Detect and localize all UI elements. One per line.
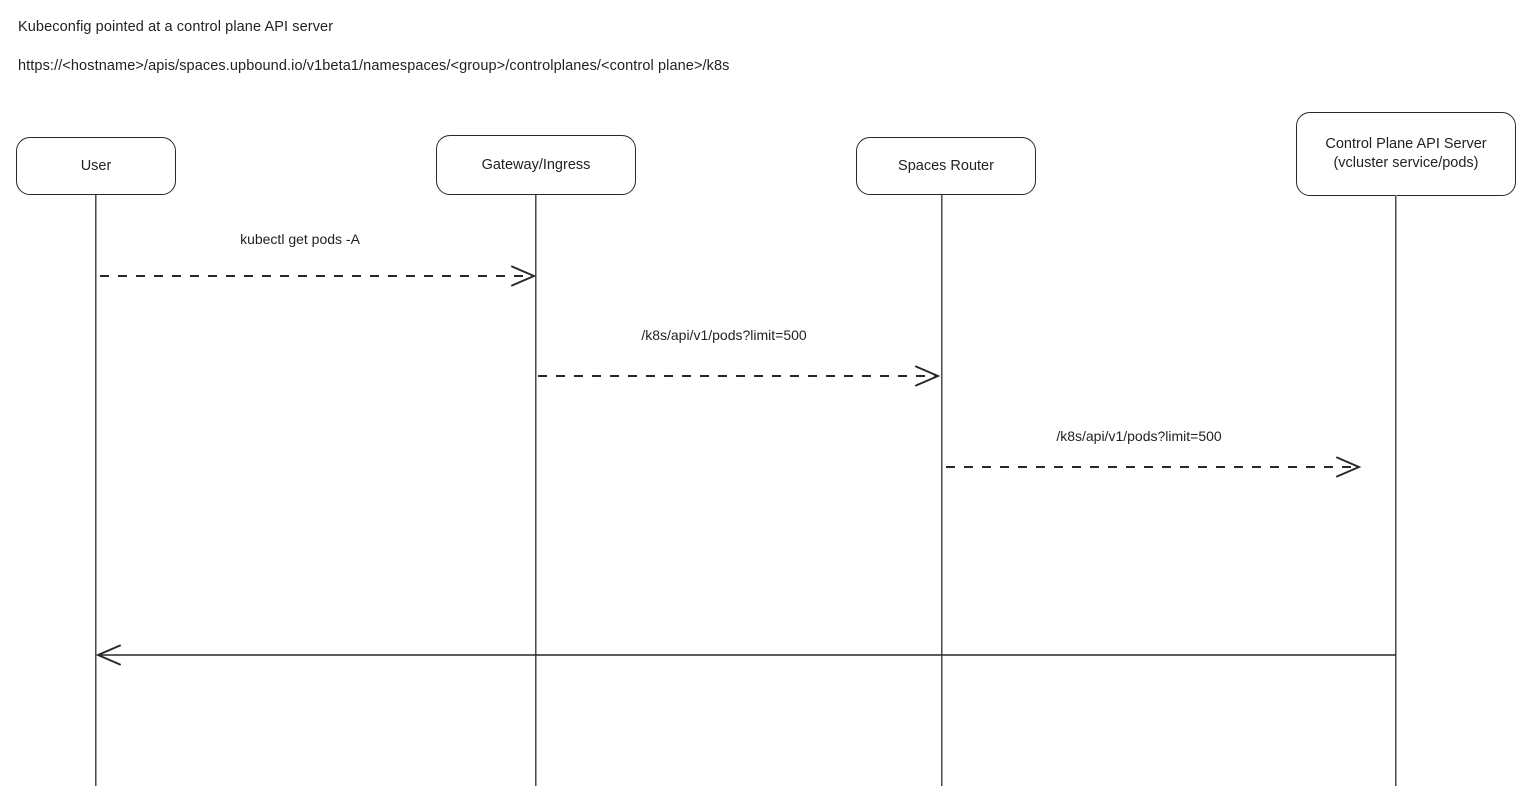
message-arrow-msg-kubectl-get-pods [100,265,537,287]
lifeline-user [95,195,97,786]
participant-box-user[interactable]: User [16,137,176,195]
header-url-line: https://<hostname>/apis/spaces.upbound.i… [18,58,730,74]
participant-label-gateway-ingress: Gateway/Ingress [481,156,591,173]
message-label-k8s-pods-router-to-controlplane: /k8s/api/v1/pods?limit=500 [1056,428,1222,444]
participant-label-control-plane-api-server: Control Plane API Server (vcluster servi… [1325,136,1487,171]
participant-box-control-plane-api-server[interactable]: Control Plane API Server (vcluster servi… [1296,112,1516,196]
message-arrow-msg-k8s-pods-gateway-to-router [538,365,941,387]
message-label-k8s-pods-gateway-to-router: /k8s/api/v1/pods?limit=500 [641,327,807,343]
header-text-line-1: Kubeconfig pointed at a control plane AP… [18,19,334,35]
participant-label-spaces-router: Spaces Router [898,157,994,174]
participant-box-spaces-router[interactable]: Spaces Router [856,137,1036,195]
lifeline-gateway-ingress [535,195,537,786]
arrowhead [1336,456,1362,478]
participant-box-gateway-ingress[interactable]: Gateway/Ingress [436,135,636,195]
message-label-kubectl-get-pods: kubectl get pods -A [240,231,360,247]
message-arrow-msg-response-to-user [95,644,1396,666]
lifeline-control-plane-api-server [1395,195,1397,786]
message-arrow-msg-k8s-pods-router-to-controlplane [946,456,1362,478]
participant-label-user: User [80,157,112,174]
arrowhead [511,265,537,287]
arrowhead [915,365,941,387]
lifeline-spaces-router [941,195,943,786]
arrowhead [95,644,121,666]
